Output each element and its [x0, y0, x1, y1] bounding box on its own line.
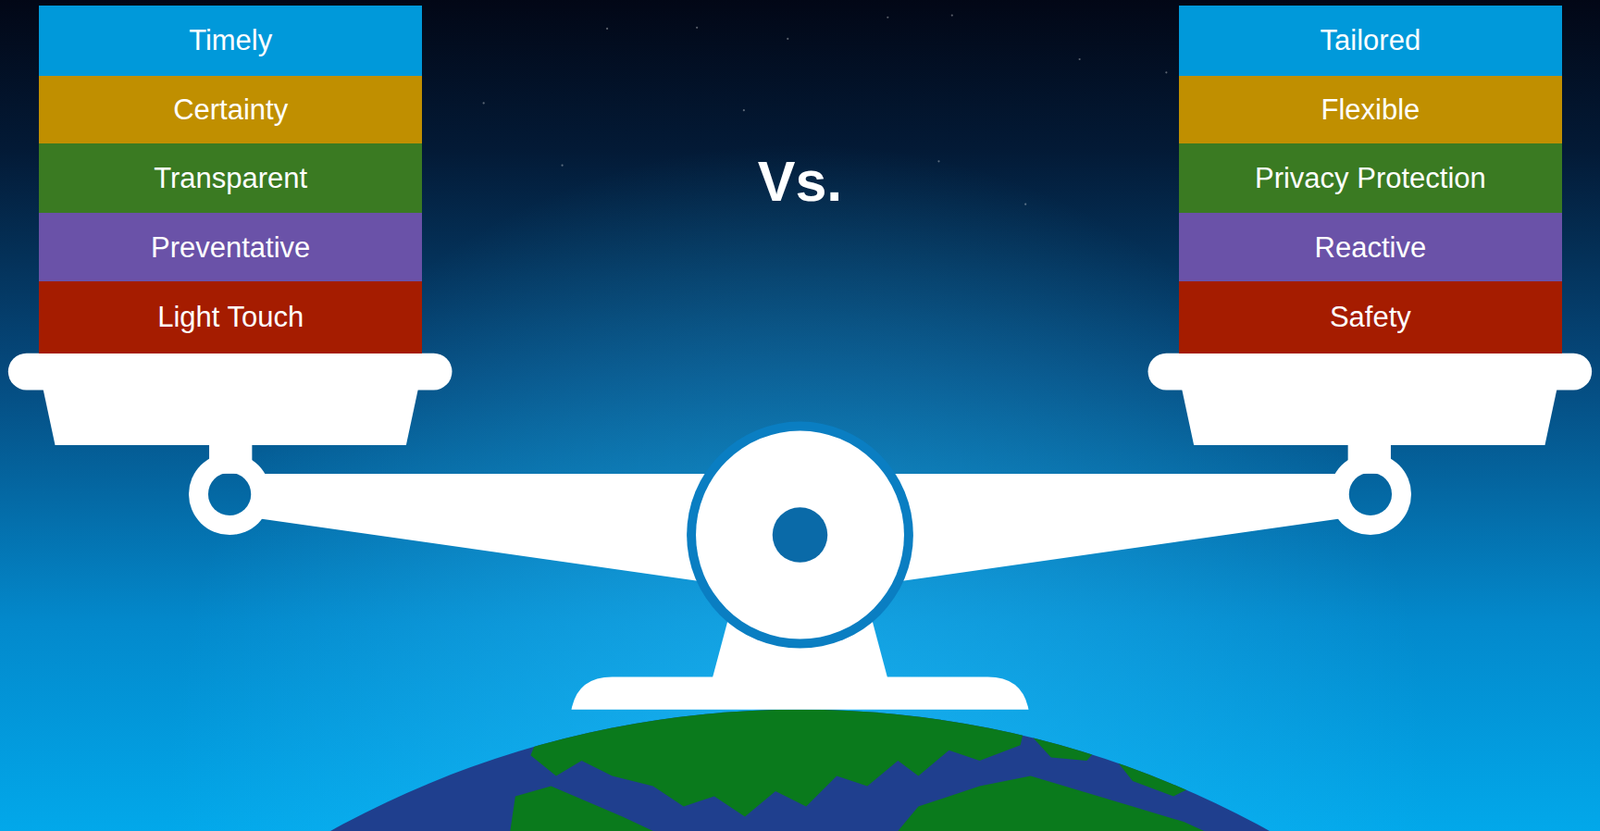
criteria-band: Flexible: [1178, 75, 1563, 145]
band-label: Certainty: [173, 93, 288, 127]
criteria-band: Transparent: [38, 143, 423, 213]
criteria-band: Timely: [38, 5, 423, 76]
criteria-band: Privacy Protection: [1178, 143, 1563, 213]
band-label: Safety: [1329, 300, 1412, 335]
earth: [0, 709, 1600, 831]
band-label: Tailored: [1320, 24, 1422, 58]
band-label: Timely: [188, 24, 273, 58]
band-label: Preventative: [150, 231, 311, 265]
versus-label: Vs.: [757, 153, 844, 211]
criteria-band: Light Touch: [38, 281, 423, 353]
criteria-band: Tailored: [1178, 5, 1563, 76]
band-label: Reactive: [1314, 231, 1427, 265]
band-label: Privacy Protection: [1254, 161, 1487, 196]
criteria-band: Reactive: [1178, 212, 1563, 282]
band-label: Light Touch: [157, 300, 304, 335]
criteria-band: Preventative: [38, 212, 423, 282]
band-label: Transparent: [153, 161, 308, 196]
criteria-band: Certainty: [38, 75, 423, 145]
criteria-band: Safety: [1178, 281, 1563, 353]
band-label: Flexible: [1320, 93, 1420, 127]
balance-scale: [8, 353, 1592, 710]
